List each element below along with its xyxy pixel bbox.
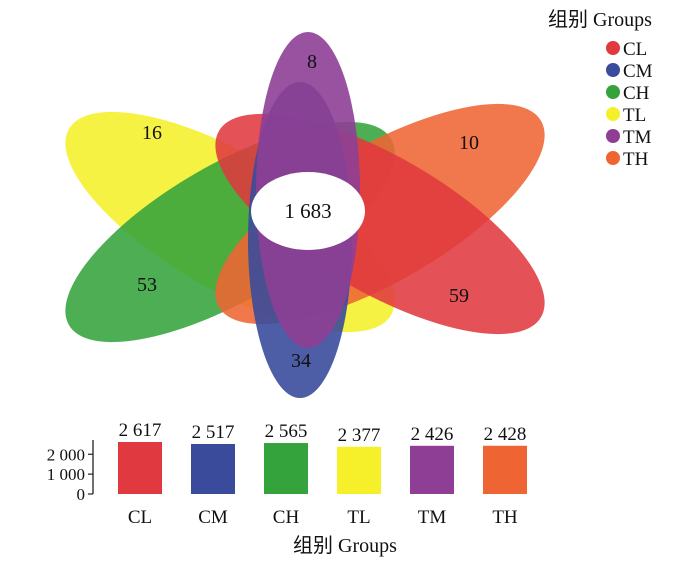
- legend-label-cm: CM: [623, 61, 653, 82]
- bar-value-labels: 2 617 2 517 2 565 2 377 2 426 2 428: [119, 420, 527, 446]
- legend-label-tm: TM: [623, 127, 652, 148]
- category-label-tl: TL: [347, 507, 370, 528]
- bar-value-cm: 2 517: [192, 422, 235, 443]
- legend-item-th: TH: [606, 149, 649, 170]
- category-label-ch: CH: [273, 507, 300, 528]
- bar-ch: [264, 443, 308, 494]
- flower-petals: [65, 32, 545, 398]
- petal-label-cm: 34: [291, 350, 311, 372]
- legend-swatch-cm: [606, 63, 620, 77]
- category-label-cm: CM: [198, 507, 228, 528]
- category-label-cl: CL: [128, 507, 152, 528]
- legend: 组别 Groups CL CM CH TL TM TH: [548, 8, 653, 170]
- y-tick-label: 0: [77, 485, 86, 504]
- legend-item-tl: TL: [606, 105, 646, 126]
- bar-value-ch: 2 565: [265, 421, 308, 442]
- center-count: 1 683: [284, 199, 331, 223]
- petal-label-ch: 53: [137, 274, 157, 296]
- bar-cl: [118, 442, 162, 494]
- x-axis-title: 组别 Groups: [293, 534, 397, 557]
- category-labels: CL CM CH TL TM TH: [128, 507, 518, 528]
- legend-label-ch: CH: [623, 83, 650, 104]
- bar-value-cl: 2 617: [119, 420, 162, 441]
- legend-label-tl: TL: [623, 105, 646, 126]
- bar-value-tm: 2 426: [411, 424, 454, 445]
- legend-label-th: TH: [623, 149, 649, 170]
- legend-swatch-cl: [606, 41, 620, 55]
- legend-swatch-ch: [606, 85, 620, 99]
- bar-value-tl: 2 377: [338, 425, 381, 446]
- bar-tm: [410, 445, 454, 494]
- category-label-tm: TM: [418, 507, 447, 528]
- center-core: [251, 172, 365, 250]
- petal-label-cl: 59: [449, 285, 469, 307]
- legend-item-cl: CL: [606, 39, 647, 60]
- legend-label-cl: CL: [623, 39, 647, 60]
- legend-item-cm: CM: [606, 61, 653, 82]
- legend-swatch-th: [606, 151, 620, 165]
- legend-item-tm: TM: [606, 127, 652, 148]
- legend-item-ch: CH: [606, 83, 650, 104]
- bars: [118, 442, 527, 494]
- petal-label-tl: 16: [142, 122, 162, 144]
- category-label-th: TH: [492, 507, 518, 528]
- y-tick-label: 1 000: [47, 465, 85, 484]
- bar-value-th: 2 428: [484, 424, 527, 445]
- y-tick-label: 2 000: [47, 445, 85, 464]
- bar-tl: [337, 446, 381, 494]
- bar-cm: [191, 443, 235, 494]
- petal-label-th: 10: [459, 132, 479, 154]
- legend-swatch-tm: [606, 129, 620, 143]
- petal-label-tm: 8: [307, 51, 317, 73]
- legend-title: 组别 Groups: [548, 8, 652, 31]
- legend-swatch-tl: [606, 107, 620, 121]
- bar-th: [483, 445, 527, 494]
